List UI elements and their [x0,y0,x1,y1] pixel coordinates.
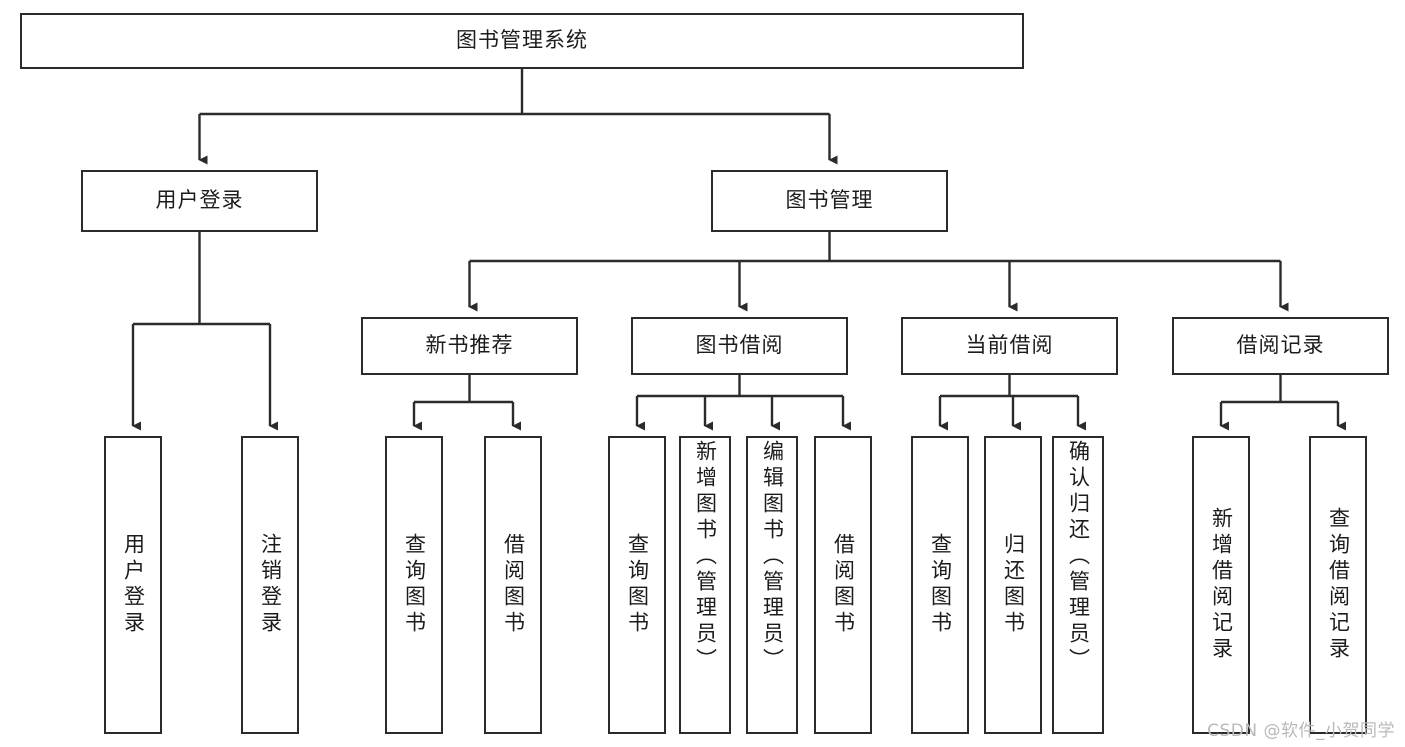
node-leaf-edit-book[interactable]: 编辑图书（管理员） [746,436,798,734]
node-label: 用户登录 [121,533,146,637]
node-leaf-borrow-book[interactable]: 借阅图书 [814,436,872,734]
node-label: 当前借阅 [965,333,1054,358]
node-leaf-user-login[interactable]: 用户登录 [104,436,162,734]
node-label: 注销登录 [258,533,283,637]
node-label: 编辑图书（管理员） [760,440,785,674]
node-leaf-logout[interactable]: 注销登录 [241,436,299,734]
node-label: 确认归还（管理员） [1066,440,1091,674]
node-leaf-add-record[interactable]: 新增借阅记录 [1192,436,1250,734]
node-label: 借阅图书 [831,533,856,637]
node-label: 借阅记录 [1236,333,1325,358]
node-leaf-query-book[interactable]: 查询图书 [608,436,666,734]
node-label: 查询图书 [402,533,427,637]
node-leaf-borrow-book-new[interactable]: 借阅图书 [484,436,542,734]
node-label: 新书推荐 [425,333,514,358]
node-label: 用户登录 [155,188,244,213]
node-l3-new-book[interactable]: 新书推荐 [361,317,578,375]
node-leaf-query-record[interactable]: 查询借阅记录 [1309,436,1367,734]
node-label: 新增借阅记录 [1209,507,1234,663]
node-label: 查询借阅记录 [1326,507,1351,663]
node-label: 归还图书 [1001,533,1026,637]
node-l2-book-manage[interactable]: 图书管理 [711,170,948,232]
node-leaf-return-book[interactable]: 归还图书 [984,436,1042,734]
node-label: 借阅图书 [501,533,526,637]
node-label: 查询图书 [625,533,650,637]
node-leaf-confirm-return[interactable]: 确认归还（管理员） [1052,436,1104,734]
node-label: 查询图书 [928,533,953,637]
node-leaf-query-book-new[interactable]: 查询图书 [385,436,443,734]
node-label: 图书管理系统 [456,28,588,53]
node-l3-records[interactable]: 借阅记录 [1172,317,1389,375]
node-root[interactable]: 图书管理系统 [20,13,1024,69]
node-l3-current[interactable]: 当前借阅 [901,317,1118,375]
watermark-label: CSDN @软件_小贺同学 [1207,721,1395,741]
node-l3-borrow[interactable]: 图书借阅 [631,317,848,375]
node-leaf-query-current[interactable]: 查询图书 [911,436,969,734]
node-leaf-add-book[interactable]: 新增图书（管理员） [679,436,731,734]
node-l2-user-login[interactable]: 用户登录 [81,170,318,232]
node-label: 图书管理 [785,188,874,213]
node-label: 图书借阅 [695,333,784,358]
node-label: 新增图书（管理员） [693,440,718,674]
